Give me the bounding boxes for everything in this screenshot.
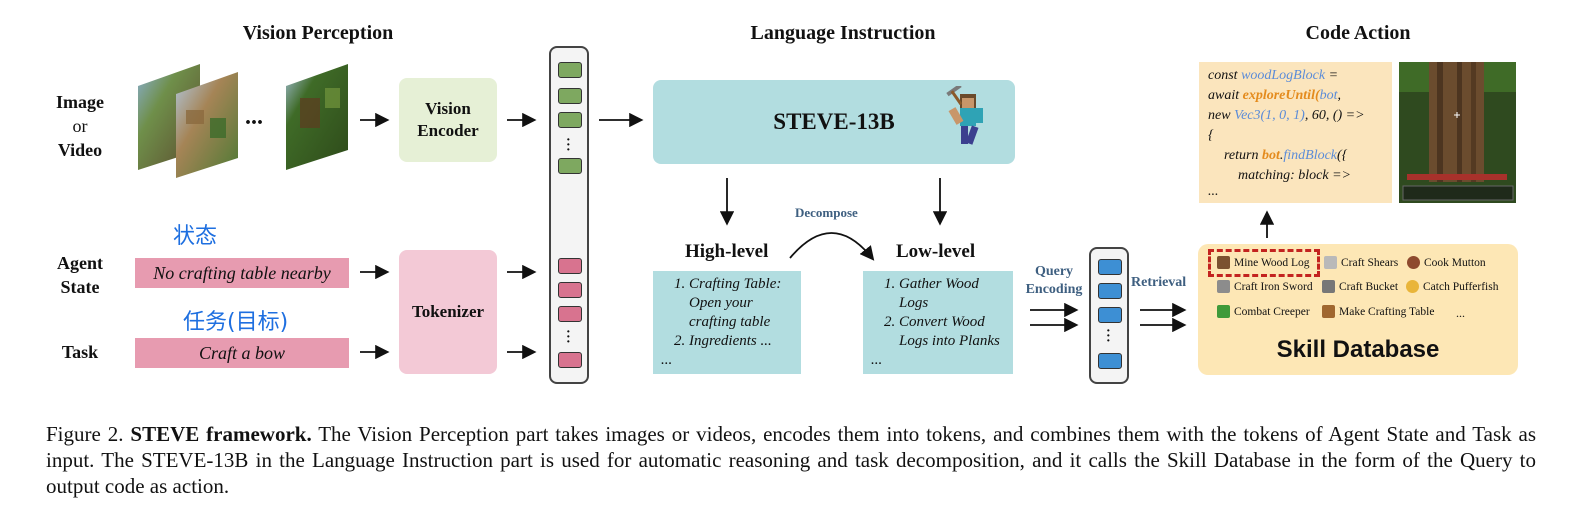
vision-token — [558, 158, 582, 174]
game-screenshot — [1399, 62, 1516, 203]
caption-prefix: Figure 2. — [46, 422, 124, 446]
bucket-icon — [1322, 280, 1335, 293]
text-token — [558, 352, 582, 368]
high-level-panel: Crafting Table: Open your crafting table… — [653, 271, 801, 374]
vision-token — [558, 112, 582, 128]
token-dots: ··· — [566, 325, 571, 350]
caption-text: The Vision Perception part takes images … — [46, 422, 1537, 498]
high-level-item: Crafting Table: Open your crafting table — [689, 275, 793, 332]
state-label: State — [60, 277, 100, 297]
vision-encoder-label-1: Vision — [425, 99, 471, 118]
decompose-label: Decompose — [795, 205, 858, 220]
skill-craft-iron-sword: Craft Iron Sword — [1217, 280, 1313, 293]
query-token — [1098, 259, 1122, 275]
vision-perception-title: Vision Perception — [242, 22, 394, 44]
caption-bold: STEVE framework. — [130, 422, 312, 446]
tokenizer-box: Tokenizer — [399, 250, 497, 374]
query-token — [1098, 353, 1122, 369]
image-frames — [138, 64, 348, 178]
skill-combat-creeper: Combat Creeper — [1217, 305, 1310, 318]
agent-state-label: Agent State — [40, 251, 120, 299]
high-level-title: High-level — [685, 241, 769, 262]
frames-ellipsis: ... — [245, 104, 263, 130]
query-label: Query — [1034, 264, 1074, 279]
code-action-title: Code Action — [1305, 22, 1411, 44]
low-level-title: Low-level — [896, 241, 976, 262]
skill-catch-pufferfish: Catch Pufferfish — [1406, 280, 1498, 293]
vision-token — [558, 88, 582, 104]
token-column: ··· ··· — [549, 46, 589, 384]
low-level-panel: Gather Wood Logs Convert Wood Logs into … — [863, 271, 1013, 374]
skill-database-title: Skill Database — [1276, 336, 1440, 363]
mutton-icon — [1407, 256, 1420, 269]
encoding-label: Encoding — [1025, 282, 1083, 297]
text-token — [558, 306, 582, 322]
or-label: or — [72, 116, 88, 136]
skill-cook-mutton: Cook Mutton — [1407, 256, 1486, 269]
sword-icon — [1217, 280, 1230, 293]
decompose-arc — [789, 232, 875, 261]
low-level-item: Convert Wood Logs into Planks — [899, 313, 1005, 351]
agent-state-bar: No crafting table nearby — [135, 258, 349, 288]
steve-character-icon — [946, 86, 983, 145]
vision-encoder-box: Vision Encoder — [399, 78, 497, 162]
language-instruction-title: Language Instruction — [750, 22, 936, 44]
code-action-box: const woodLogBlock = await exploreUntil(… — [1199, 62, 1392, 203]
image-label: Image — [56, 92, 104, 112]
token-dots: ··· — [1106, 324, 1111, 349]
query-token-column: ··· — [1089, 247, 1129, 384]
crafting-table-icon — [1322, 305, 1335, 318]
high-level-item: Ingredients ... — [689, 332, 793, 351]
skill-make-crafting-table: Make Crafting Table — [1322, 305, 1434, 318]
query-token — [1098, 307, 1122, 323]
figure-caption: Figure 2. STEVE framework. The Vision Pe… — [46, 421, 1536, 499]
handwritten-task-annotation: 任务(目标) — [183, 310, 289, 335]
token-dots: ··· — [566, 133, 571, 158]
selected-skill-highlight — [1208, 249, 1320, 277]
low-level-item: Gather Wood Logs — [899, 275, 1005, 313]
pufferfish-icon — [1406, 280, 1419, 293]
vision-token — [558, 62, 582, 78]
skill-craft-bucket: Craft Bucket — [1322, 280, 1398, 293]
skills-more: ... — [1456, 306, 1465, 320]
shears-icon — [1324, 256, 1337, 269]
video-label: Video — [57, 140, 103, 160]
query-token — [1098, 283, 1122, 299]
high-level-more: ... — [661, 352, 673, 368]
skill-database-panel — [1198, 244, 1518, 375]
low-level-more: ... — [871, 352, 883, 368]
steve-13b-label: STEVE-13B — [773, 109, 895, 134]
vision-encoder-label-2: Encoder — [417, 121, 479, 140]
retrieval-label: Retrieval — [1131, 275, 1187, 290]
text-token — [558, 258, 582, 274]
agent-label: Agent — [57, 253, 103, 273]
task-label: Task — [61, 342, 99, 362]
query-encoding-label: Query Encoding — [1020, 263, 1088, 299]
wood-log-icon — [1217, 256, 1230, 269]
text-token — [558, 282, 582, 298]
skill-mine-wood-log: Mine Wood Log — [1217, 256, 1310, 269]
image-or-video-label: Image or Video — [40, 90, 120, 162]
frame-2 — [176, 72, 238, 178]
creeper-icon — [1217, 305, 1230, 318]
task-bar: Craft a bow — [135, 338, 349, 368]
skill-craft-shears: Craft Shears — [1324, 256, 1398, 269]
handwritten-state-annotation: 状态 — [173, 224, 218, 249]
